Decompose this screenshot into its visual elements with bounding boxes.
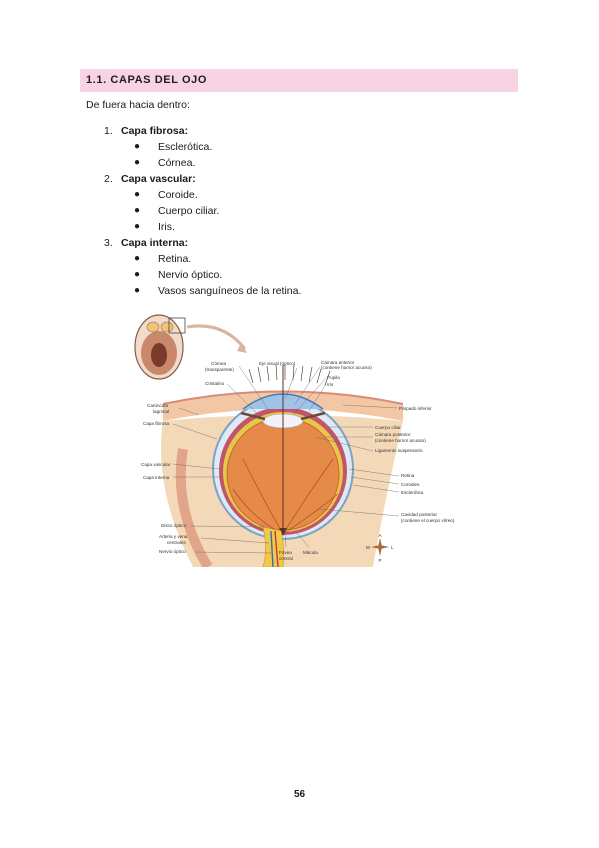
bullet-icon: ● [134, 141, 141, 152]
section-heading: 1.1. CAPAS DEL OJO [86, 74, 208, 86]
label-fovea: Fóvea [279, 550, 292, 555]
label-camara-posterior: Cámara posterior [375, 432, 411, 437]
label-cristalino: Cristalino [205, 381, 225, 386]
list-number: 3. [104, 237, 113, 249]
label-cornea: Córnea [211, 361, 227, 366]
compass-a: A [379, 533, 383, 538]
bullet-icon: ● [134, 157, 141, 168]
label-pupila: Pupila [327, 375, 340, 380]
list-number: 2. [104, 173, 113, 185]
label-eje-visual: Eje visual (óptico) [259, 361, 296, 366]
label-caruncula: Carúncula [147, 403, 168, 408]
bullet-text: Coroide. [158, 189, 198, 201]
head-inset [134, 314, 247, 380]
label-nervio-optico: Nervio óptico [159, 549, 186, 554]
bullet-text: Retina. [158, 253, 192, 265]
label-capa-interna: Capa interna [143, 475, 170, 480]
bullet-text: Esclerótica. [158, 141, 213, 153]
page-number: 56 [293, 789, 306, 800]
label-cornea-2: (transparente) [205, 367, 234, 372]
label-iris: Iris [327, 382, 334, 387]
label-ligamento: Ligamento suspensorio [375, 448, 423, 453]
list-item-label: Capa interna: [121, 237, 189, 249]
label-cavidad: Cavidad posterior [401, 512, 437, 517]
bullet-text: Córnea. [158, 157, 196, 169]
compass-m: M [366, 545, 370, 550]
bullet-icon: ● [134, 189, 141, 200]
list-item-label: Capa fibrosa: [121, 125, 189, 137]
bullet-icon: ● [134, 269, 141, 280]
list-number: 1. [104, 125, 113, 137]
compass-icon: M L A P [366, 533, 394, 563]
label-caruncula-2: lagrimal [153, 409, 169, 414]
eye-anatomy-figure: Córnea (transparente) Cristalino Carúncu… [134, 314, 455, 567]
compass-p: P [379, 558, 382, 563]
intro-text: De fuera hacia dentro: [86, 99, 190, 111]
compass-l: L [391, 545, 394, 550]
label-arteria-2: centrales [167, 540, 186, 545]
label-arteria: Arteria y vena [159, 534, 188, 539]
bullet-icon: ● [134, 205, 141, 216]
list-item-label: Capa vascular: [121, 173, 196, 185]
label-parpado: Párpado inferior [399, 406, 432, 411]
label-cavidad-2: (contiene el cuerpo vítreo) [401, 518, 455, 523]
bullet-text: Nervio óptico. [158, 269, 223, 281]
bullet-icon: ● [134, 285, 141, 296]
bullet-icon: ● [134, 253, 141, 264]
label-capa-fibrosa: Capa fibrosa [143, 421, 169, 426]
leader-lines [172, 365, 400, 554]
section-heading-bar [80, 69, 518, 92]
label-capa-vascular: Capa vascular [141, 462, 171, 467]
bullet-text: Vasos sanguíneos de la retina. [158, 285, 302, 297]
label-macula: Mácula [303, 550, 318, 555]
label-disco-optico: Disco óptico [161, 523, 186, 528]
label-retina: Retina [401, 473, 415, 478]
bullet-text: Cuerpo ciliar. [158, 205, 220, 217]
label-cuerpo-ciliar: Cuerpo ciliar [375, 425, 401, 430]
eyeball [212, 365, 354, 567]
bullet-text: Iris. [158, 221, 175, 233]
label-coroides: Coroides [401, 482, 420, 487]
label-camara-posterior-2: (contiene humor acuoso) [375, 438, 426, 443]
bullet-icon: ● [134, 221, 141, 232]
label-esclerotica: Esclerótica [401, 490, 424, 495]
label-camara-anterior: Cámara anterior [321, 360, 355, 365]
label-fovea-2: central [279, 556, 293, 561]
label-camara-anterior-2: (contiene humor acuoso) [321, 365, 372, 370]
